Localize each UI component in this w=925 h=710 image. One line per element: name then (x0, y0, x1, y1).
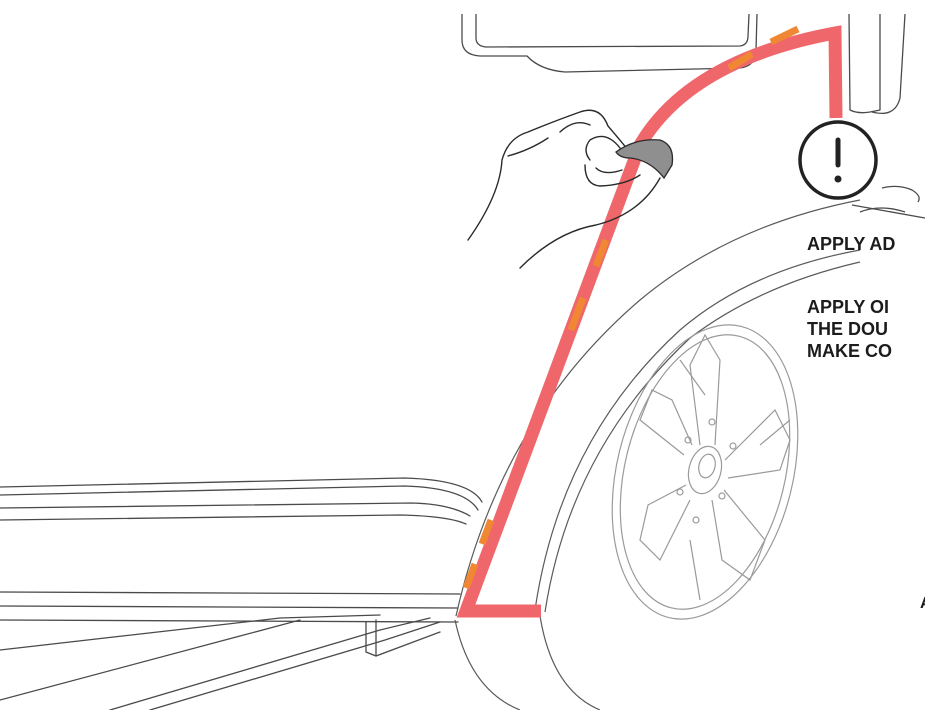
instruction-apply-adhesive: APPLY AD (807, 233, 895, 255)
wheel-arch (455, 200, 860, 710)
instruction-line-2: APPLY OI (807, 296, 892, 318)
instruction-line-4: MAKE CO (807, 340, 892, 362)
instruction-edge-letter: A (920, 595, 925, 612)
hand-sketch (468, 110, 660, 268)
instruction-line-1: APPLY AD (807, 234, 895, 254)
instruction-edge-fragment: A (920, 593, 925, 615)
instruction-apply-tape: APPLY OI THE DOU MAKE CO (807, 296, 892, 362)
wheel (583, 305, 826, 639)
body-sill-lines (0, 478, 482, 710)
exclamation-circle-icon (800, 122, 876, 198)
marker-dashes (466, 29, 798, 588)
instruction-line-3: THE DOU (807, 318, 892, 340)
